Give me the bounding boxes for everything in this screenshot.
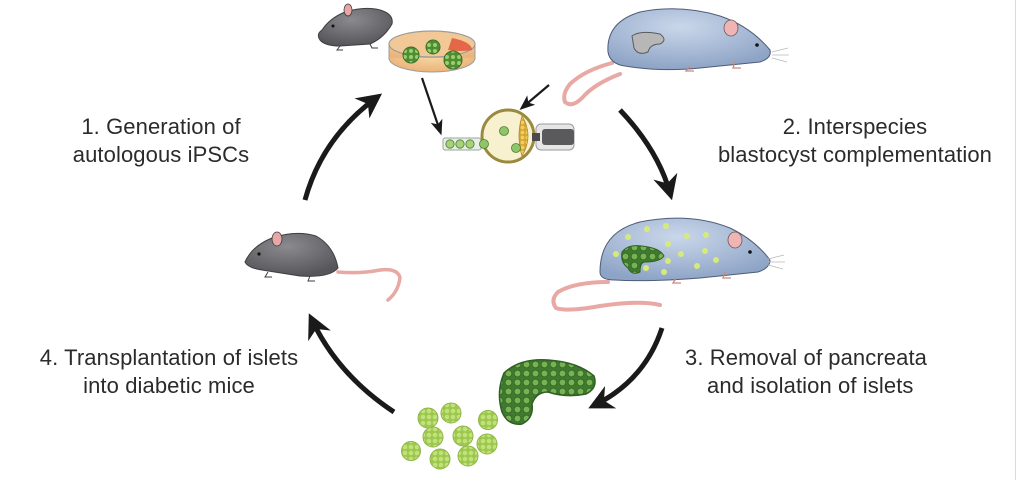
step-1-label: 1. Generation of autologous iPSCs bbox=[66, 113, 256, 169]
blastocyst-injection-illustration bbox=[442, 108, 575, 164]
donor-mouse-illustration bbox=[317, 3, 393, 51]
frame-edge-divider bbox=[1015, 0, 1016, 480]
cycle-arrow-4-to-1 bbox=[308, 313, 396, 415]
step-4-label: 4. Transplantation of islets into diabet… bbox=[14, 344, 324, 400]
step-3-label: 3. Removal of pancreata and isolation of… bbox=[685, 344, 975, 400]
blastocyst-arrow bbox=[519, 84, 550, 110]
isolated-pancreas-illustration bbox=[498, 359, 596, 425]
step-4-line-2: into diabetic mice bbox=[83, 373, 255, 398]
host-rat-illustration bbox=[562, 8, 789, 107]
step-1-line-1: 1. Generation of bbox=[81, 114, 241, 139]
cycle-arrow-1-to-2 bbox=[302, 93, 383, 201]
cycle-arrow-3-to-4 bbox=[588, 327, 665, 409]
recipient-mouse-illustration bbox=[244, 231, 402, 302]
step-3-line-2: and isolation of islets bbox=[707, 373, 914, 398]
injection-arrow bbox=[420, 77, 443, 136]
step-2-line-2: blastocyst complementation bbox=[717, 142, 993, 167]
chimeric-rat-with-mouse-pancreas bbox=[551, 217, 785, 312]
step-2-line-1: 2. Interspecies bbox=[782, 114, 928, 139]
step-2-label: 2. Interspecies blastocyst complementati… bbox=[700, 113, 1010, 169]
ipsc-culture-dish bbox=[388, 30, 476, 73]
isolated-islets-illustration bbox=[401, 402, 498, 470]
step-4-line-1: 4. Transplantation of islets bbox=[39, 345, 299, 370]
step-1-line-2: autologous iPSCs bbox=[72, 142, 250, 167]
cycle-arrow-2-to-3 bbox=[618, 108, 678, 201]
step-3-line-1: 3. Removal of pancreata bbox=[685, 345, 927, 370]
